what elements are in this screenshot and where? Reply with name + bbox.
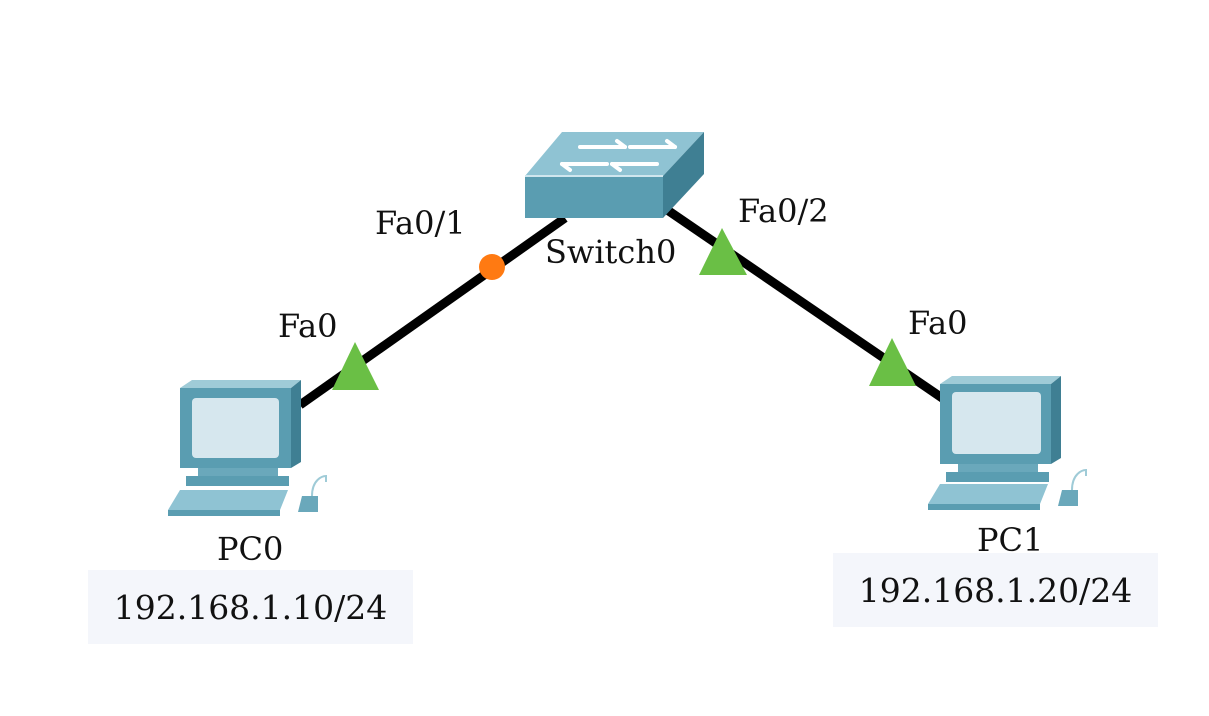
- port-label-switch0-fa0-2: Fa0/2: [738, 192, 829, 230]
- link-status-switch0-fa0-2-green-triangle: [699, 228, 747, 275]
- pc0-label: PC0: [217, 530, 284, 568]
- switch0-label: Switch0: [545, 233, 677, 271]
- port-label-pc0-fa0: Fa0: [278, 307, 338, 345]
- switch-icon[interactable]: [525, 132, 704, 218]
- pc0-ip-address: 192.168.1.10/24: [88, 570, 413, 644]
- link-status-pc1-fa0-green-triangle: [869, 338, 916, 386]
- link-status-switch0-fa0-1-orange-dot: [479, 254, 505, 280]
- pc0-computer-icon[interactable]: [168, 380, 327, 516]
- pc1-ip-address: 192.168.1.20/24: [833, 553, 1158, 627]
- port-label-switch0-fa0-1: Fa0/1: [375, 204, 466, 242]
- link-status-pc0-fa0-green-triangle: [332, 342, 379, 390]
- pc1-label: PC1: [977, 521, 1044, 559]
- pc1-computer-icon[interactable]: [928, 376, 1087, 510]
- port-label-pc1-fa0: Fa0: [908, 304, 968, 342]
